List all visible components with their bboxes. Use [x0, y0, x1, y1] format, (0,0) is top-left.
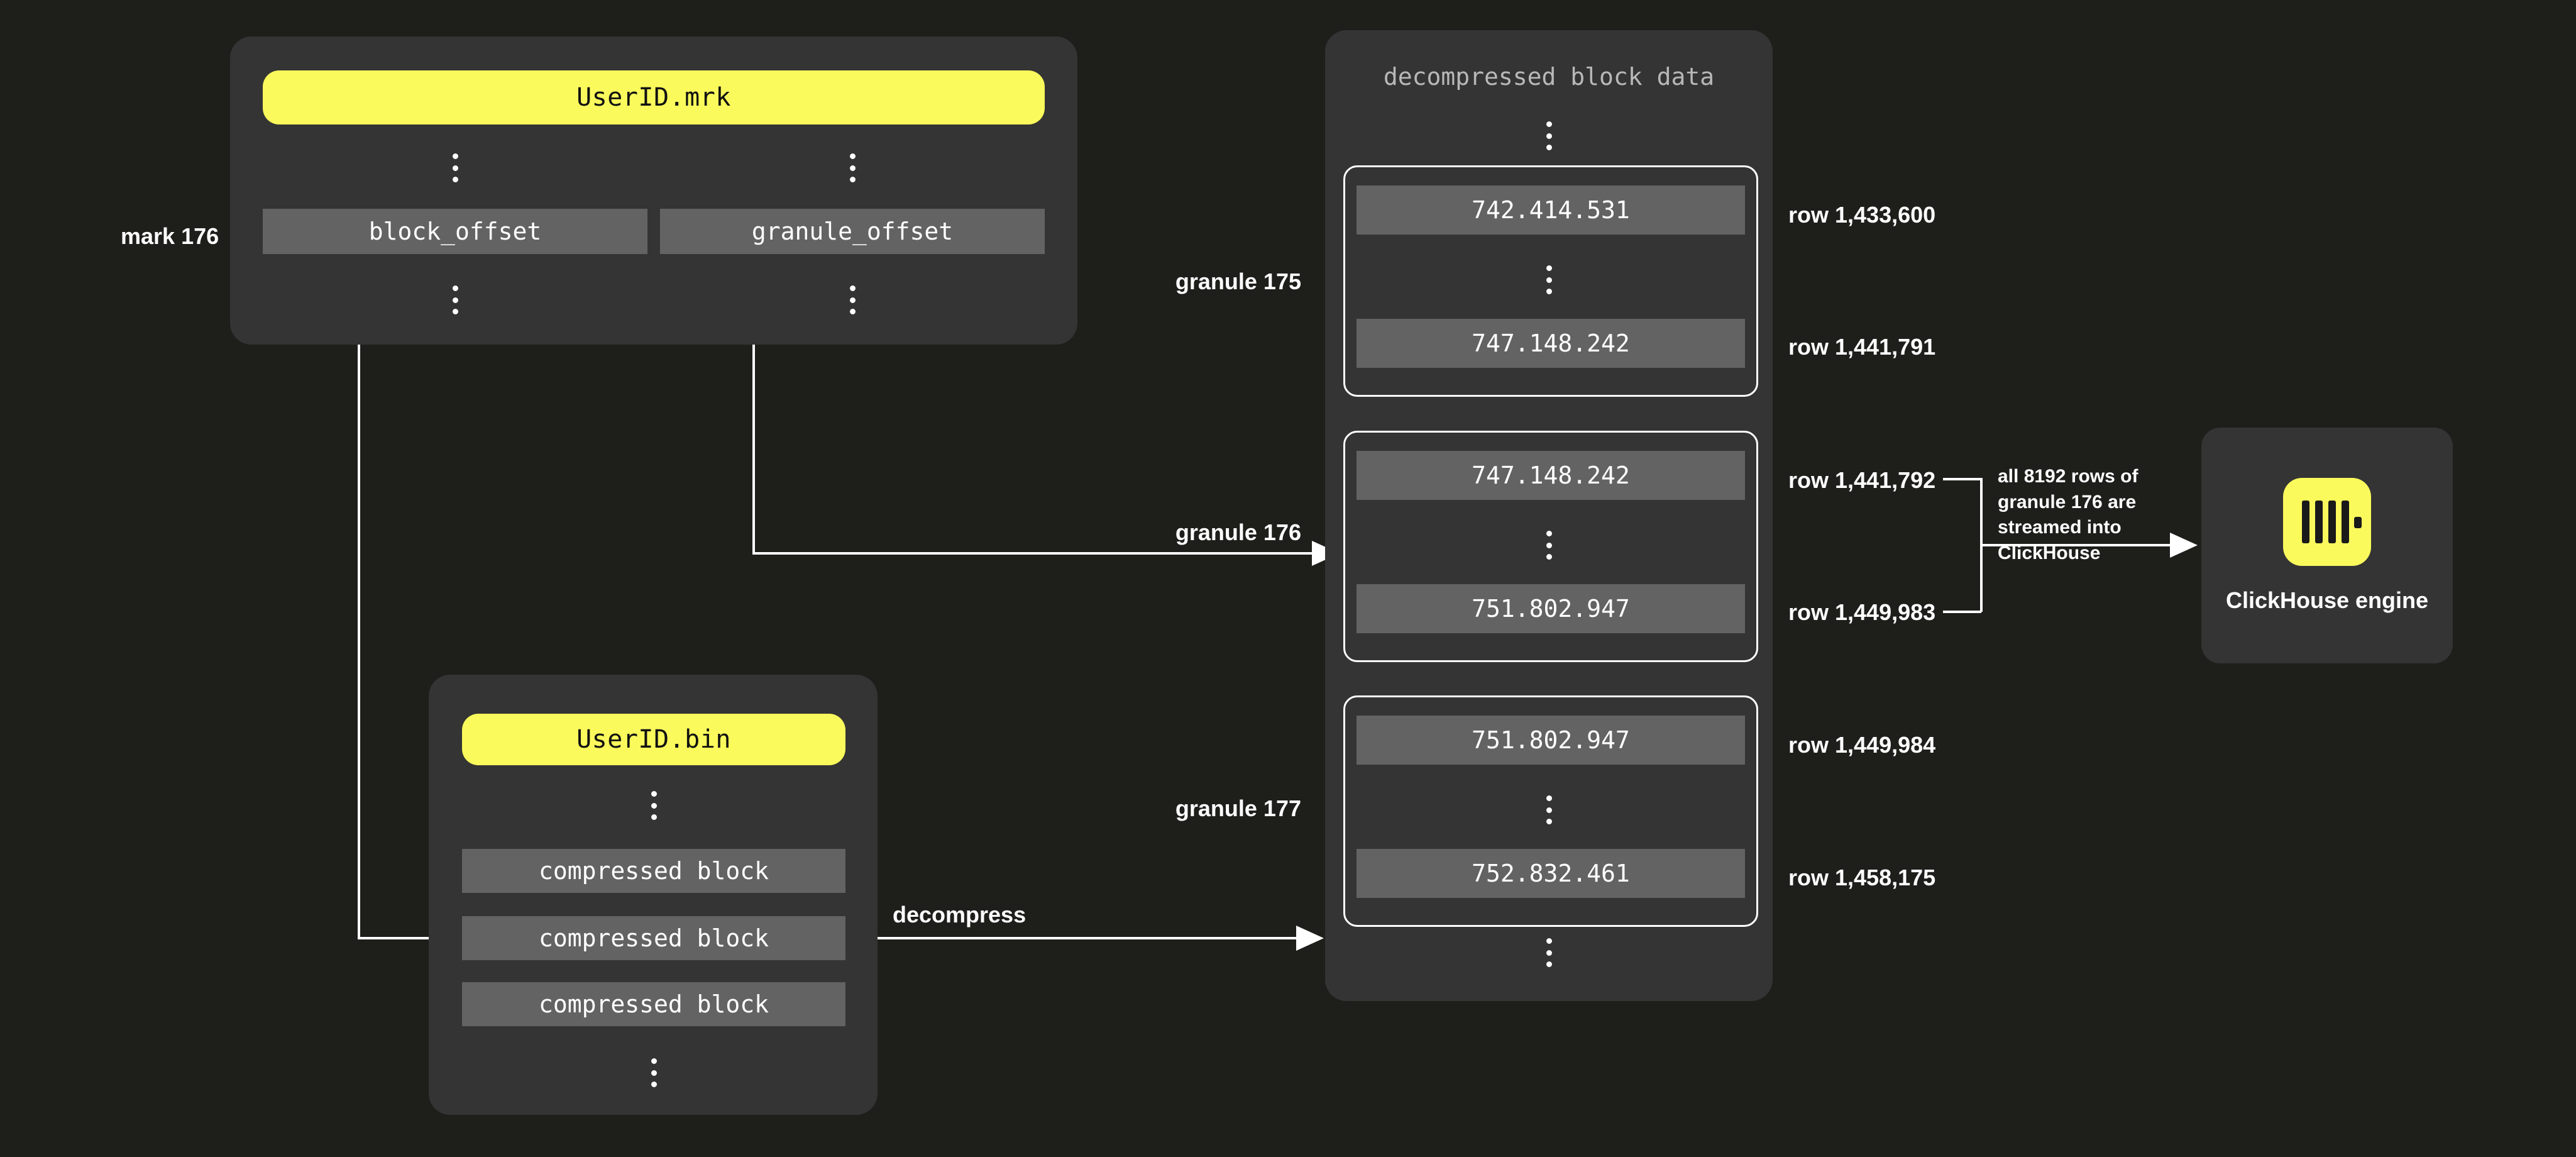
mrk-dots-bottom-right — [849, 285, 856, 314]
granule-176-last-value[interactable]: 751.802.947 — [1357, 584, 1745, 633]
bin-compressed-block-3[interactable]: compressed block — [462, 982, 845, 1026]
mark-label: mark 176 — [121, 223, 219, 249]
userid-mrk-file-chip[interactable]: UserID.mrk — [263, 70, 1045, 125]
granule-177-last-row-label: row 1,458,175 — [1788, 865, 1936, 890]
granule-175-first-row-label: row 1,433,600 — [1788, 202, 1936, 228]
mrk-dots-top-right — [849, 153, 856, 182]
granule-177-box — [1343, 695, 1758, 927]
granule-176-first-value[interactable]: 747.148.242 — [1357, 451, 1745, 500]
granule-175-dots — [1546, 265, 1552, 294]
granule-175-box — [1343, 165, 1758, 397]
granule-175-last-value[interactable]: 747.148.242 — [1357, 319, 1745, 368]
mrk-dots-bottom-left — [452, 285, 458, 314]
stream-note: all 8192 rows of granule 176 are streame… — [1998, 466, 2138, 563]
granule-177-last-value[interactable]: 752.832.461 — [1357, 849, 1745, 898]
granule-176-first-row-label: row 1,441,792 — [1788, 467, 1936, 493]
clickhouse-logo — [2283, 477, 2371, 566]
clickhouse-engine-label: ClickHouse engine — [2225, 587, 2429, 613]
clickhouse-engine-card[interactable]: ClickHouse engine — [2201, 428, 2453, 663]
granule-175-last-row-label: row 1,441,791 — [1788, 334, 1936, 360]
bin-compressed-block-2[interactable]: compressed block — [462, 916, 845, 960]
granule-176-last-row-label: row 1,449,983 — [1788, 599, 1936, 625]
granule-177-name: granule 177 — [1175, 795, 1301, 821]
decompressed-dots-bottom — [1546, 938, 1552, 967]
granule-175-first-value[interactable]: 742.414.531 — [1357, 185, 1745, 235]
bin-dots-bottom — [651, 1058, 657, 1087]
granule-176-name: granule 176 — [1175, 519, 1301, 545]
mrk-column-block-offset[interactable]: block_offset — [263, 209, 647, 254]
decompress-edge-label: decompress — [893, 902, 1027, 927]
granule-177-first-row-label: row 1,449,984 — [1788, 732, 1936, 758]
bin-dots-top — [651, 791, 657, 820]
granule-177-dots — [1546, 795, 1552, 824]
bin-compressed-block-1[interactable]: compressed block — [462, 849, 845, 893]
decompressed-panel-title: decompressed block data — [1383, 63, 1715, 91]
userid-bin-file-chip[interactable]: UserID.bin — [462, 714, 845, 765]
granule-177-first-value[interactable]: 751.802.947 — [1357, 716, 1745, 765]
granule-175-name: granule 175 — [1175, 268, 1301, 294]
mrk-dots-top-left — [452, 153, 458, 182]
granule-176-dots — [1546, 531, 1552, 560]
granule-176-box — [1343, 431, 1758, 662]
decompressed-dots-top — [1546, 121, 1552, 150]
mrk-column-granule-offset[interactable]: granule_offset — [660, 209, 1045, 254]
